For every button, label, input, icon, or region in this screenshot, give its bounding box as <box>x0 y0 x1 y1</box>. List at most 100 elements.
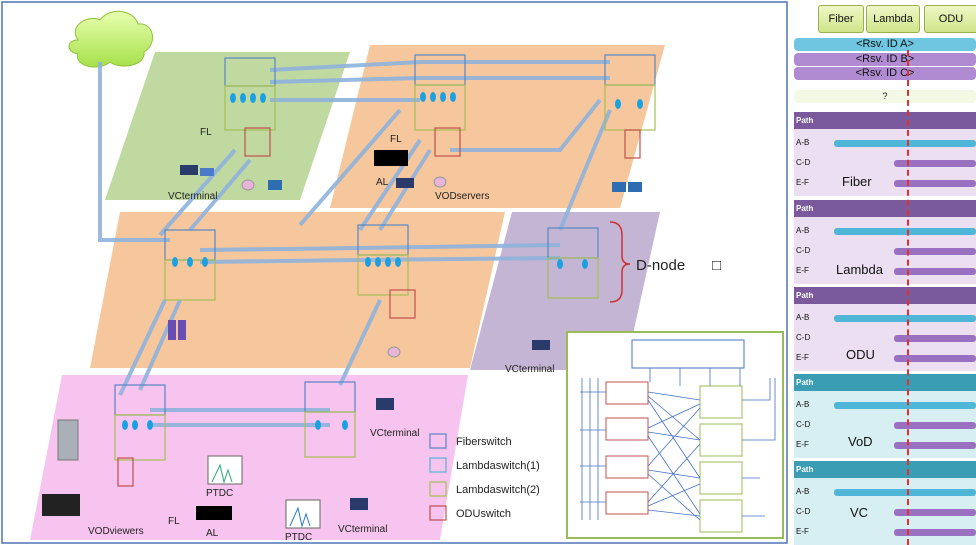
row-cd: C-D <box>794 503 976 522</box>
legend-fiber-swatch <box>429 433 447 449</box>
cloud-icon <box>68 10 153 68</box>
fiber-links <box>98 60 612 427</box>
legend-lambda1-label: Lambdaswitch(1) <box>456 460 540 472</box>
rsv-more: ? <box>794 90 976 103</box>
track <box>894 180 976 187</box>
section-odu: Path A-B C-D E-F ODU <box>794 287 976 371</box>
row-label: A-B <box>796 487 810 496</box>
switch-node-3[interactable] <box>604 54 656 159</box>
section-label: VoD <box>848 434 873 449</box>
row-label: A-B <box>796 226 810 235</box>
legend-lambda1-swatch <box>429 457 447 473</box>
ptdc-label-1: PTDC <box>206 488 233 499</box>
track <box>894 335 976 342</box>
fl-label-3: FL <box>168 516 180 527</box>
region-purple <box>470 212 660 370</box>
section-label: VC <box>850 505 869 520</box>
row-ef: E-F <box>794 523 976 542</box>
section-label: ODU <box>846 347 875 362</box>
row-label: C-D <box>796 420 811 429</box>
fl-label-2: FL <box>390 134 402 145</box>
switch-node-4[interactable] <box>164 229 216 301</box>
row-label: A-B <box>796 138 810 147</box>
switch-node-1[interactable] <box>224 57 276 157</box>
region-orange-top <box>330 45 665 208</box>
row-label: C-D <box>796 507 811 516</box>
row-label: E-F <box>796 266 809 275</box>
tab-row: Fiber Lambda ODU <box>790 2 976 33</box>
vc-terminal-label-4: VCterminal <box>338 524 387 535</box>
path-header: Path <box>794 287 976 304</box>
reservation-panel: Fiber Lambda ODU <Rsv. ID A> <Rsv. ID B>… <box>790 0 976 545</box>
switch-node-5[interactable] <box>357 224 416 319</box>
rsv-id-c[interactable]: <Rsv. ID C> <box>794 67 976 80</box>
row-label: E-F <box>796 440 809 449</box>
track <box>834 315 976 322</box>
switch-node-2[interactable] <box>414 54 466 157</box>
dnode-label: D-node <box>636 257 685 274</box>
legend-lambda2-label: Lambdaswitch(2) <box>456 484 540 496</box>
row-ef: E-F <box>794 174 976 193</box>
dnode-box: □ <box>712 257 721 274</box>
tab-lambda[interactable]: Lambda <box>866 5 920 33</box>
vod-servers-label: VODservers <box>435 191 489 202</box>
row-ab: A-B <box>794 222 976 241</box>
track <box>894 442 976 449</box>
row-cd: C-D <box>794 242 976 261</box>
switch-node-8[interactable] <box>304 381 356 458</box>
row-ef: E-F <box>794 262 976 281</box>
legend-fiber-label: Fiberswitch <box>456 436 512 448</box>
vc-terminal-label-2: VCterminal <box>505 364 554 375</box>
shv-label: SHV <box>48 504 69 515</box>
row-ab: A-B <box>794 309 976 328</box>
region-pink <box>30 375 468 540</box>
path-header: Path <box>794 374 976 391</box>
row-label: E-F <box>796 353 809 362</box>
path-header: Path <box>794 200 976 217</box>
row-label: E-F <box>796 527 809 536</box>
row-label: C-D <box>796 158 811 167</box>
section-fiber: Path A-B C-D E-F Fiber <box>794 112 976 196</box>
al-label-1: AL <box>376 177 389 188</box>
rsv-id-b[interactable]: <Rsv. ID B> <box>794 53 976 66</box>
row-ab: A-B <box>794 134 976 153</box>
dnode-brace <box>609 221 631 303</box>
tab-fiber[interactable]: Fiber <box>818 5 864 33</box>
ptdc-label-2: PTDC <box>285 532 312 543</box>
tab-odu[interactable]: ODU <box>924 5 976 33</box>
row-ef: E-F <box>794 349 976 368</box>
legend: Fiberswitch Lambdaswitch(1) Lambdaswitch… <box>429 433 540 521</box>
section-vc: Path A-B C-D E-F VC <box>794 461 976 545</box>
section-label: Fiber <box>842 174 872 189</box>
switch-node-7[interactable] <box>114 384 166 487</box>
section-vod: Path A-B C-D E-F VoD <box>794 374 976 458</box>
vc-terminal-label-1: VCterminal <box>168 191 217 202</box>
path-header: Path <box>794 112 976 129</box>
rsv-id-a[interactable]: <Rsv. ID A> <box>794 38 976 51</box>
fl-label-1: FL <box>200 127 212 138</box>
legend-odu-swatch <box>429 505 447 521</box>
path-header: Path <box>794 461 976 478</box>
region-orange-mid <box>90 212 505 368</box>
vod-viewers-label: VODviewers <box>88 526 144 537</box>
al-label-2: AL <box>206 528 219 539</box>
switch-node-6[interactable] <box>547 227 599 299</box>
track <box>834 140 976 147</box>
section-label: Lambda <box>836 262 883 277</box>
row-cd: C-D <box>794 416 976 435</box>
track <box>834 402 976 409</box>
track <box>894 509 976 516</box>
diagram-frame <box>1 1 788 544</box>
section-lambda: Path A-B C-D E-F Lambda <box>794 200 976 284</box>
legend-lambda2-swatch <box>429 481 447 497</box>
row-ef: E-F <box>794 436 976 455</box>
current-time-line <box>907 50 909 545</box>
row-label: C-D <box>796 246 811 255</box>
row-cd: C-D <box>794 154 976 173</box>
track <box>894 355 976 362</box>
row-ab: A-B <box>794 396 976 415</box>
row-ab: A-B <box>794 483 976 502</box>
track <box>834 489 976 496</box>
vc-terminal-label-3: VCterminal <box>370 428 419 439</box>
